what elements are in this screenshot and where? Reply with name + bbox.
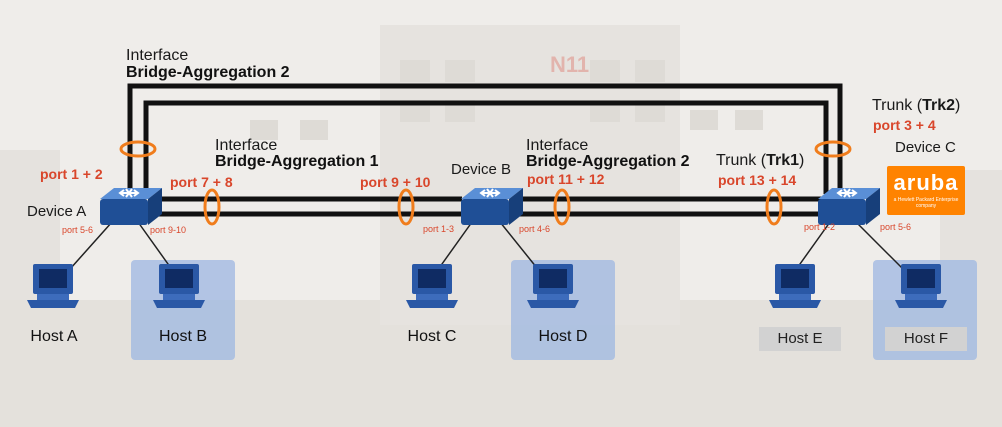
switch-device-b <box>460 187 524 226</box>
pc-host-e <box>769 264 821 308</box>
trk1-label: Trunk (Trk1) <box>716 152 805 169</box>
port-a-uplink: port 1 + 2 <box>40 166 103 182</box>
port-c-left: port 13 + 14 <box>718 172 797 188</box>
switch-device-a <box>99 187 163 226</box>
oval-a-top <box>119 140 157 158</box>
device-b-label: Device B <box>451 161 512 178</box>
oval-b-c-left <box>553 188 571 226</box>
pc-host-d <box>527 264 579 308</box>
link-a-c-top <box>127 83 843 194</box>
aruba-logo-tagline: a Hewlett Packard Enterprise company <box>893 197 959 209</box>
device-c-label: Device C <box>895 139 956 156</box>
host-d-label: Host D <box>538 328 588 345</box>
port-b-left: port 9 + 10 <box>360 174 431 190</box>
port-c-host-f: port 5-6 <box>880 222 912 232</box>
oval-b-c-right <box>765 188 783 226</box>
host-f-label: Host F <box>885 327 967 351</box>
port-b-host-c: port 1-3 <box>423 224 455 234</box>
pc-host-f <box>895 264 947 308</box>
host-b-label: Host B <box>158 328 207 345</box>
ba2-mid-label-line1: Interface <box>526 137 589 154</box>
building-sign: N11 <box>550 52 589 77</box>
aruba-logo-word: aruba <box>893 170 959 195</box>
port-c-host-e: port 1-2 <box>804 222 836 232</box>
pc-host-b <box>153 264 205 308</box>
device-a-label: Device A <box>27 203 87 220</box>
port-a-host-a: port 5-6 <box>62 225 94 235</box>
pc-host-a <box>27 264 79 308</box>
link-b-c <box>514 196 822 217</box>
ba2-mid-label-line2: Bridge-Aggregation 2 <box>526 153 690 170</box>
trk2-label: Trunk (Trk2) <box>872 97 961 114</box>
port-c-top: port 3 + 4 <box>873 117 936 133</box>
oval-a-b-left <box>203 188 221 226</box>
ba2-top-label-line2: Bridge-Aggregation 2 <box>126 64 290 81</box>
port-b-host-d: port 4-6 <box>519 224 551 234</box>
pc-host-c <box>406 264 458 308</box>
aruba-logo: aruba a Hewlett Packard Enterprise compa… <box>887 166 965 215</box>
link-a-b <box>152 196 462 217</box>
ba2-top-label-line1: Interface <box>126 47 189 64</box>
switch-device-c <box>817 187 881 226</box>
aggregation-markers <box>119 140 852 226</box>
host-c-label: Host C <box>407 328 457 345</box>
oval-a-b-right <box>397 188 415 226</box>
ba1-label-line2: Bridge-Aggregation 1 <box>215 153 379 170</box>
port-a-host-b: port 9-10 <box>150 225 187 235</box>
host-b-highlight <box>131 260 235 360</box>
host-e-label: Host E <box>759 327 841 351</box>
port-a-link: port 7 + 8 <box>170 174 233 190</box>
ba1-label-line1: Interface <box>215 137 278 154</box>
port-b-right: port 11 + 12 <box>527 171 605 187</box>
oval-c-top <box>814 140 852 158</box>
host-a-label: Host A <box>30 328 78 345</box>
